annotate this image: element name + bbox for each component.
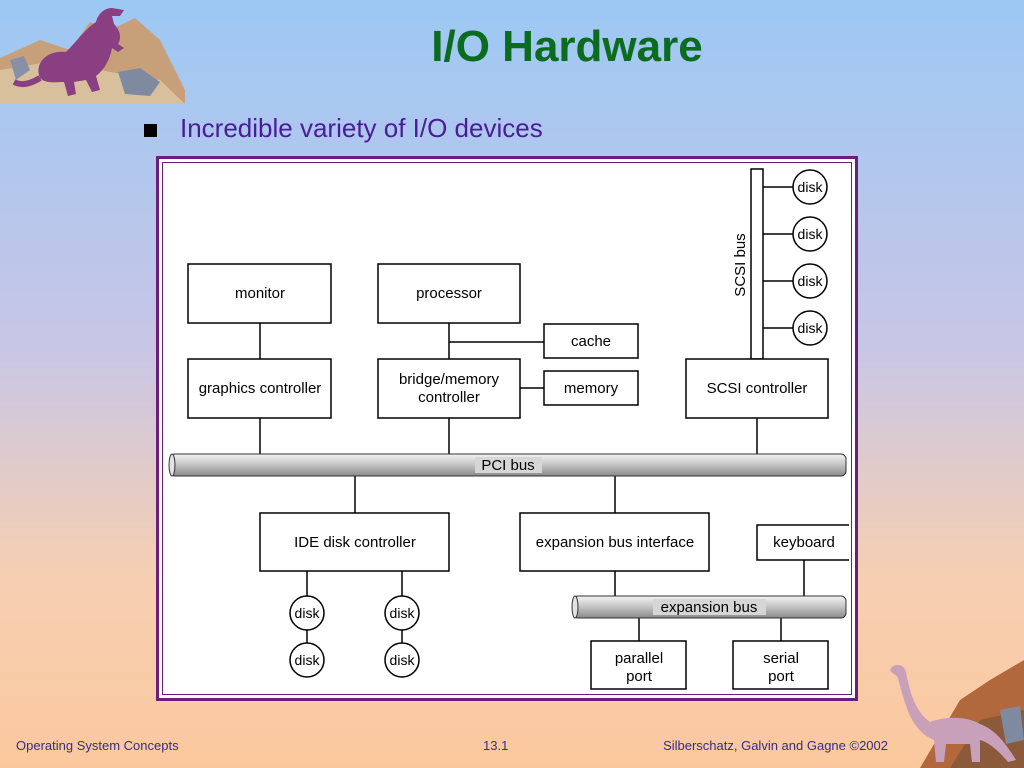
scsi-bus-label: SCSI bus bbox=[732, 233, 749, 296]
ide-disk-controller-label: IDE disk controller bbox=[294, 534, 416, 551]
pci-bus-label: PCI bus bbox=[481, 457, 534, 474]
scsi-disk-4 bbox=[792, 310, 828, 346]
expansion-bus-label: expansion bus bbox=[661, 599, 758, 616]
scsi-controller-label: SCSI controller bbox=[707, 380, 808, 397]
parallel-port-label-line2: port bbox=[626, 668, 653, 685]
disk-label: disk bbox=[798, 226, 824, 242]
ide-disk-4 bbox=[384, 642, 420, 678]
parallel-port-label-line1: parallel bbox=[615, 650, 663, 667]
cache-label: cache bbox=[571, 333, 611, 350]
footer-course-title: Operating System Concepts bbox=[16, 738, 179, 753]
ide-disk-3 bbox=[384, 595, 420, 631]
footer-slide-number: 13.1 bbox=[483, 738, 509, 753]
scsi-controller-box bbox=[685, 358, 829, 419]
expansion-bus-interface-label: expansion bus interface bbox=[536, 534, 694, 551]
keyboard-box bbox=[756, 524, 849, 561]
scsi-disk-3 bbox=[792, 263, 828, 299]
scsi-disk-2 bbox=[792, 216, 828, 252]
scsi-bus: SCSI bus bbox=[732, 168, 764, 360]
parallel-port-box bbox=[590, 640, 687, 690]
bullet-text: Incredible variety of I/O devices bbox=[180, 113, 543, 143]
keyboard-label: keyboard bbox=[773, 534, 835, 551]
brontosaurus-dinosaur-icon bbox=[890, 660, 1024, 768]
graphics-controller-box bbox=[187, 358, 332, 419]
disk-label: disk bbox=[295, 652, 321, 668]
scsi-disk-1 bbox=[792, 169, 828, 205]
slide-title: I/O Hardware bbox=[431, 22, 703, 71]
graphics-controller-label: graphics controller bbox=[199, 380, 322, 397]
memory-label: memory bbox=[564, 380, 619, 397]
ide-disk-controller-box bbox=[259, 512, 450, 572]
disk-label: disk bbox=[390, 605, 416, 621]
expansion-bus-interface-box bbox=[519, 512, 710, 572]
ide-disk-1 bbox=[289, 595, 325, 631]
processor-box bbox=[377, 263, 521, 324]
cache-box bbox=[543, 323, 639, 359]
footer-copyright: Silberschatz, Galvin and Gagne ©2002 bbox=[663, 738, 888, 753]
disk-label: disk bbox=[798, 179, 824, 195]
bridge-memory-controller-label-line1: bridge/memory bbox=[399, 371, 500, 388]
memory-box bbox=[543, 370, 639, 406]
bridge-memory-controller-label-line2: controller bbox=[418, 389, 480, 406]
pci-bus: PCI bus bbox=[168, 453, 847, 477]
serial-port-box bbox=[732, 640, 829, 690]
monitor-label: monitor bbox=[235, 285, 285, 302]
disk-label: disk bbox=[798, 273, 824, 289]
square-bullet-icon bbox=[144, 124, 157, 137]
ide-disk-2 bbox=[289, 642, 325, 678]
monitor-box bbox=[187, 263, 332, 324]
bridge-memory-controller-box bbox=[377, 358, 521, 419]
io-hardware-diagram: PCI bus expansion bus SCSI bus monitor p… bbox=[168, 168, 849, 690]
disk-label: disk bbox=[798, 320, 824, 336]
disk-label: disk bbox=[295, 605, 321, 621]
trex-dinosaur-icon bbox=[0, 8, 185, 104]
serial-port-label-line1: serial bbox=[763, 650, 799, 667]
processor-label: processor bbox=[416, 285, 482, 302]
expansion-bus: expansion bus bbox=[571, 595, 847, 619]
serial-port-label-line2: port bbox=[768, 668, 795, 685]
disk-label: disk bbox=[390, 652, 416, 668]
